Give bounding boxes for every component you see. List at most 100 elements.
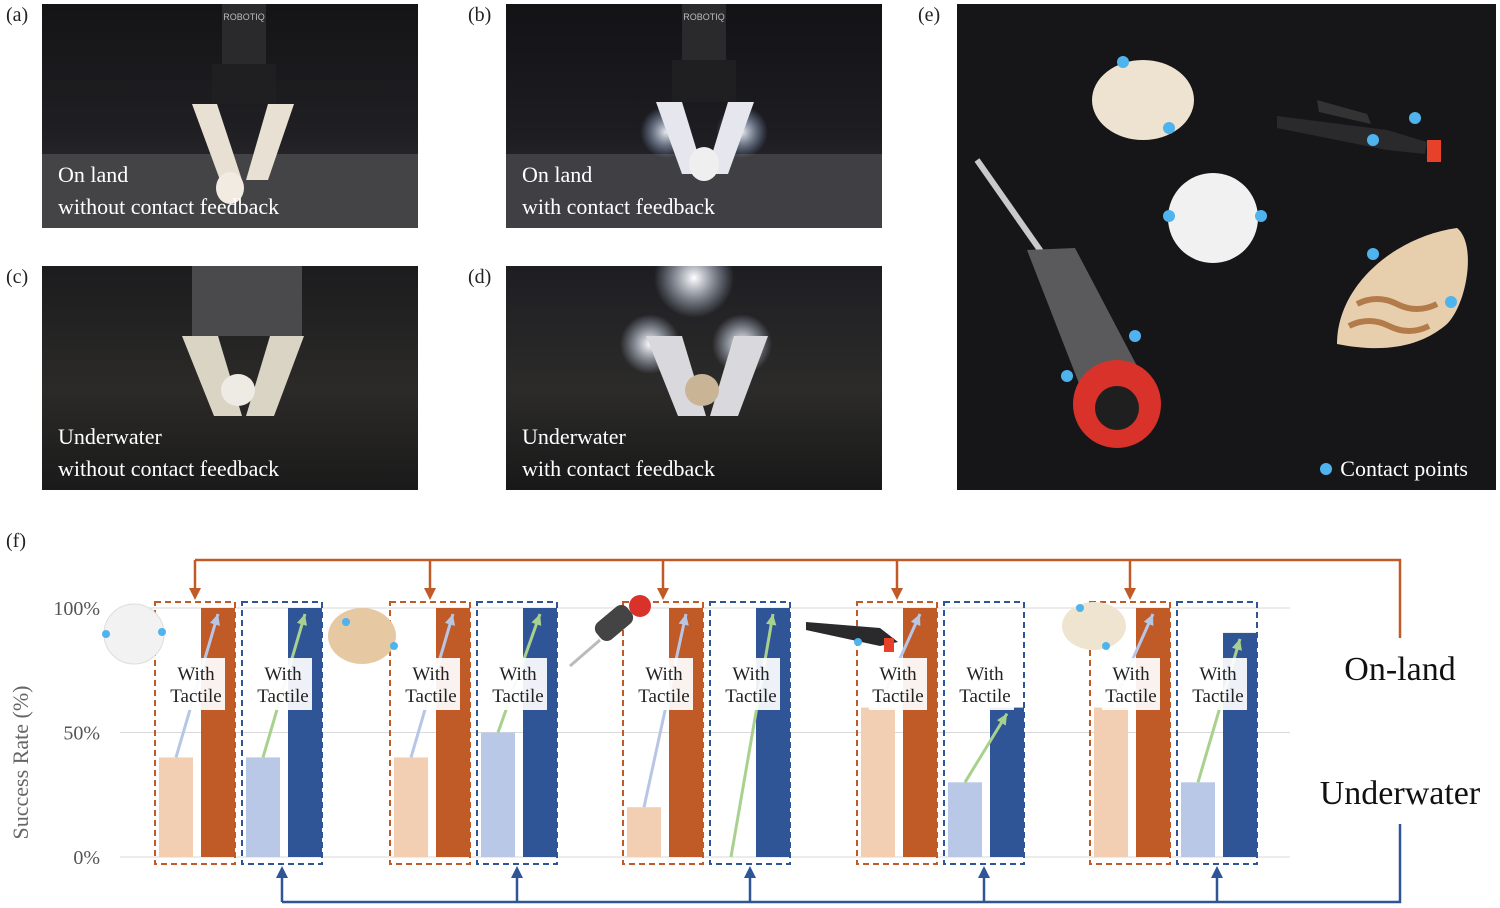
arrow-head	[531, 614, 542, 626]
gripper-scene-icon: ROBOTIQ	[506, 4, 882, 228]
caption-c-line1: Underwater	[58, 424, 162, 449]
bar-with-tactile	[990, 707, 1024, 857]
tactile-label-bg	[402, 658, 460, 710]
caption-c-line2: without contact feedback	[58, 456, 280, 481]
group-box	[241, 601, 323, 865]
bar-with-tactile	[436, 608, 470, 857]
bar-with-tactile	[1136, 608, 1170, 857]
underwater-bracket	[282, 824, 1402, 904]
bar-with-tactile	[288, 608, 322, 857]
chart-bars	[159, 608, 1257, 857]
tactile-label-bg	[869, 658, 927, 710]
contact-point-icon	[102, 630, 110, 638]
panel-label-f: (f)	[6, 530, 26, 552]
panel-label-c: (c)	[6, 266, 29, 288]
caption-d-line2: with contact feedback	[522, 456, 716, 481]
tactile-label-bg	[167, 658, 225, 710]
photo-underwater-with-feedback: Underwater with contact feedback	[506, 266, 882, 490]
arrow-head	[910, 614, 921, 626]
bar-with-tactile	[201, 608, 235, 857]
tactile-label-line2: Tactile	[959, 686, 1010, 707]
panel-label-b: (b)	[468, 4, 492, 26]
golf-ball-icon	[103, 603, 165, 665]
tactile-label-line1: With	[177, 664, 215, 685]
tactile-label-line1: With	[732, 664, 770, 685]
arrow-head	[209, 614, 220, 626]
arrow-head	[996, 713, 1007, 726]
tactile-label-bg	[956, 658, 1014, 710]
panel-label-d: (d)	[468, 266, 492, 288]
group-box	[1176, 601, 1258, 865]
arrow-head	[296, 614, 307, 626]
tactile-label-line1: With	[412, 664, 450, 685]
legend-contact-points: Contact points	[1320, 456, 1468, 482]
underwater-arrow-head	[276, 866, 288, 878]
golf-ball-icon	[1168, 173, 1258, 263]
tactile-label-line2: Tactile	[257, 686, 308, 707]
bar-without-tactile	[394, 757, 428, 857]
bar-without-tactile	[861, 707, 895, 857]
tactile-label-line2: Tactile	[170, 686, 221, 707]
gripper-scene-icon: ROBOTIQ	[42, 4, 418, 228]
arrow-head	[766, 614, 777, 626]
onland-label: On-land	[1344, 651, 1455, 688]
tactile-label-line1: With	[966, 664, 1004, 685]
underwater-arrow-head	[978, 866, 990, 878]
underwater-arrow-head	[744, 866, 756, 878]
tactile-label-line1: With	[499, 664, 537, 685]
chart-object-icons	[102, 595, 1126, 668]
tactile-label-line1: With	[879, 664, 917, 685]
improvement-arrow	[729, 613, 775, 858]
arrow-head	[1143, 614, 1154, 626]
photo-onland-with-feedback: ROBOTIQ On land with contact feedback	[506, 4, 882, 228]
tactile-label-bg	[489, 658, 547, 710]
photo-underwater-without-feedback: Underwater without contact feedback	[42, 266, 418, 490]
contact-points	[1061, 56, 1457, 382]
tactile-label-bg	[1189, 658, 1247, 710]
group-box	[476, 601, 558, 865]
contact-point-icon	[1320, 463, 1333, 475]
improvement-arrow	[642, 613, 688, 808]
bar-without-tactile	[1094, 707, 1128, 857]
arrow-head	[678, 614, 689, 626]
panel-label-e: (e)	[918, 4, 941, 26]
bar-with-tactile	[903, 608, 937, 857]
shell-icon	[328, 608, 396, 664]
bar-without-tactile	[246, 757, 280, 857]
tactile-label-line1: With	[264, 664, 302, 685]
tactile-label-line1: With	[645, 664, 683, 685]
chart-annotations: WithTactileWithTactileWithTactileWithTac…	[167, 613, 1247, 858]
y-tick-label: 100%	[53, 598, 100, 620]
gripper-brand-text: ROBOTIQ	[683, 12, 725, 22]
group-box	[856, 601, 938, 865]
onland-arrow-head	[1124, 588, 1136, 600]
tactile-label-line1: With	[1112, 664, 1150, 685]
photo-objects-contact-points: Contact points	[957, 4, 1496, 490]
y-tick-label: 50%	[63, 723, 100, 745]
photo-onland-without-feedback: ROBOTIQ On land without contact feedback	[42, 4, 418, 228]
group-box	[389, 601, 471, 865]
egg-icon	[1062, 602, 1126, 650]
group-box	[622, 601, 704, 865]
bar-without-tactile	[627, 807, 661, 857]
bar-without-tactile	[481, 732, 515, 857]
tactile-label-bg	[635, 658, 693, 710]
caption-a-line1: On land	[58, 162, 129, 187]
group-box	[943, 601, 1025, 865]
contact-point-icon	[342, 618, 350, 626]
objects-scene	[957, 4, 1496, 490]
contact-point-icon	[158, 628, 166, 636]
underwater-arrow-head	[511, 866, 523, 878]
onland-arrow-head	[189, 588, 201, 600]
group-box	[709, 601, 791, 865]
success-rate-chart: WithTactileWithTactileWithTactileWithTac…	[8, 558, 1481, 904]
contact-point-icon	[854, 638, 862, 646]
chart-axis: 0%50%100%Success Rate (%)On-landUnderwat…	[8, 598, 1481, 869]
screwdriver-icon	[594, 604, 634, 642]
tactile-label-line1: With	[1199, 664, 1237, 685]
caption-a-line2: without contact feedback	[58, 194, 280, 219]
tactile-label-line2: Tactile	[872, 686, 923, 707]
caption-d-line1: Underwater	[522, 424, 626, 449]
panel-label-a: (a)	[6, 4, 29, 26]
group-box	[154, 601, 236, 865]
